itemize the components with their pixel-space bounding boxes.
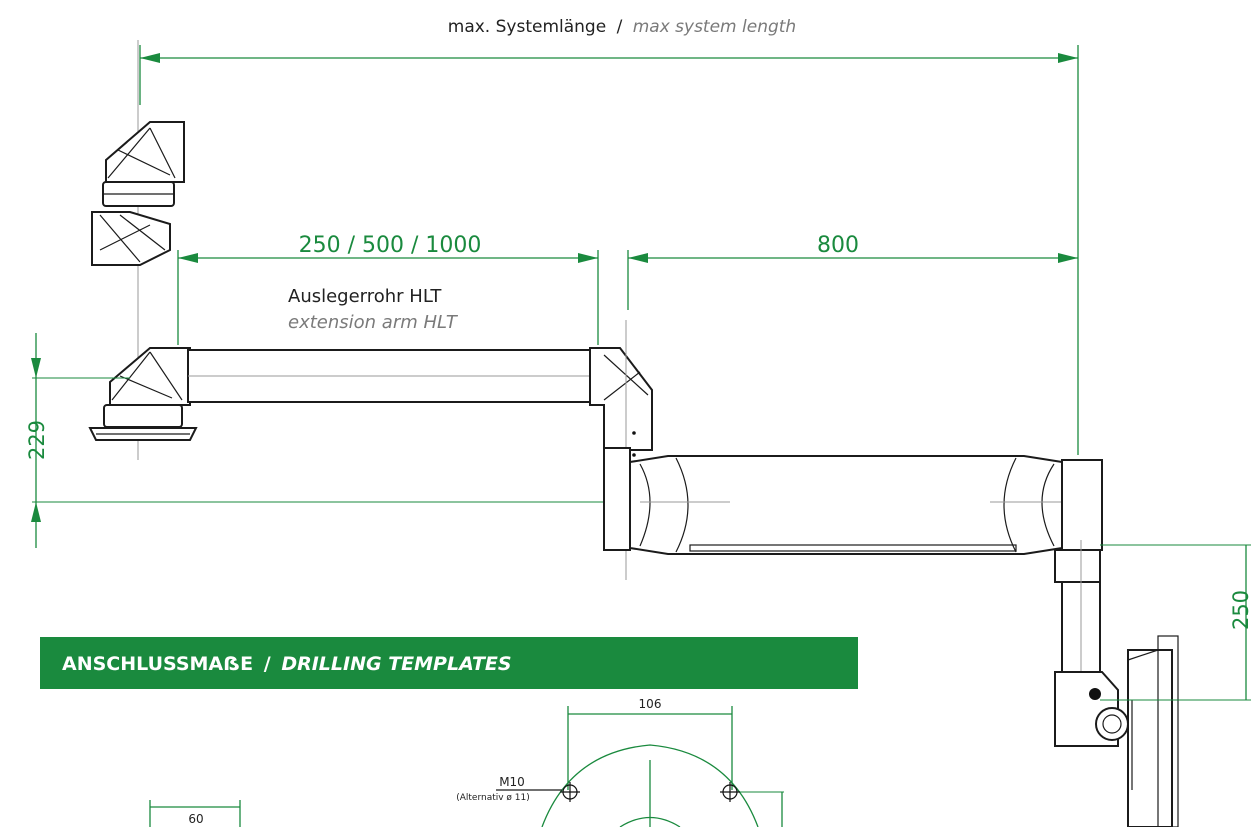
- arm-length-value: 250 / 500 / 1000: [299, 233, 482, 258]
- drilling-templates-banner: ANSCHLUSSMAẞE / DRILLING TEMPLATES: [40, 637, 858, 689]
- elbow-joint-upper: [91, 121, 185, 266]
- arm-label-de: Auslegerrohr HLT: [288, 286, 442, 307]
- template-width-label: 106: [639, 697, 662, 711]
- extension-arm-tube: [187, 349, 620, 403]
- second-arm-value: 800: [817, 233, 859, 258]
- banner-separator: /: [264, 653, 271, 675]
- left-height-dimension: 229: [25, 333, 628, 548]
- right-height-value: 250: [1229, 590, 1251, 630]
- alternative-hole-label: (Alternativ ø 11): [456, 793, 530, 803]
- system-length-de: max. Systemlänge: [448, 17, 606, 37]
- arm-label-en: extension arm HLT: [288, 312, 459, 333]
- left-swivel-joint: [88, 347, 198, 441]
- arm-length-dimension: 250 / 500 / 1000: [177, 233, 599, 345]
- banner-title-de: ANSCHLUSSMAẞE: [62, 653, 253, 675]
- thread-label: M10: [499, 775, 525, 789]
- left-height-value: 229: [25, 420, 49, 460]
- monitor-mount: [1054, 540, 1179, 827]
- system-length-en: max system length: [633, 17, 797, 37]
- system-length-heading: max. Systemlänge / max system length: [448, 17, 796, 37]
- second-arm-dimension: 800: [627, 233, 1078, 310]
- left-template-width-label: 60: [188, 812, 203, 826]
- drilling-template: 106 M10 (Alternativ ø 11): [456, 697, 784, 827]
- parallel-arm: [603, 447, 1103, 555]
- system-length-separator: /: [617, 17, 623, 37]
- left-template-fragment: 60: [149, 800, 241, 827]
- banner-title-en: DRILLING TEMPLATES: [281, 653, 511, 675]
- system-length-dimension: [139, 45, 1079, 455]
- banner-title: ANSCHLUSSMAẞE / DRILLING TEMPLATES: [62, 653, 512, 675]
- right-height-dimension: 250: [1100, 544, 1251, 701]
